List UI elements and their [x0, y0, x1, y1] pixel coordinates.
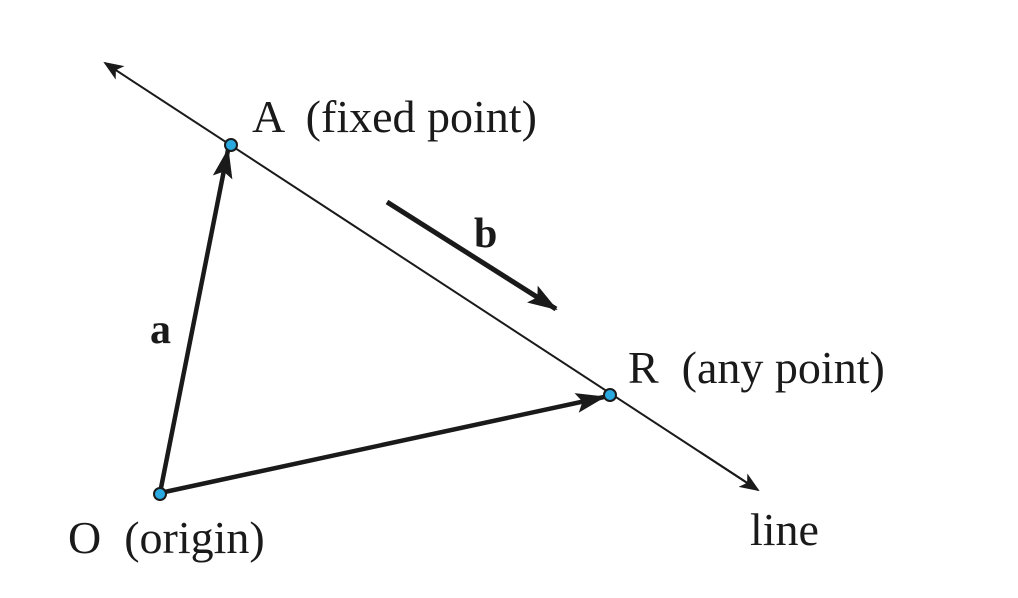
vector-r-arrow: [159, 393, 606, 496]
vector-b-arrow: [385, 199, 558, 312]
label-line: line: [750, 504, 819, 555]
label-point-r: R (any point): [628, 342, 885, 393]
point-o-marker: [153, 487, 167, 501]
label-vector-a: a: [150, 307, 171, 353]
line-forward-arrow: [699, 451, 760, 492]
point-r-marker: [603, 388, 617, 402]
label-point-a: A (fixed point): [252, 91, 537, 142]
label-vector-b: b: [474, 211, 497, 257]
point-a-marker: [224, 138, 238, 152]
line-through-a-r: [103, 61, 759, 491]
label-point-o: O (origin): [68, 512, 265, 563]
vector-a-arrow: [157, 148, 233, 494]
